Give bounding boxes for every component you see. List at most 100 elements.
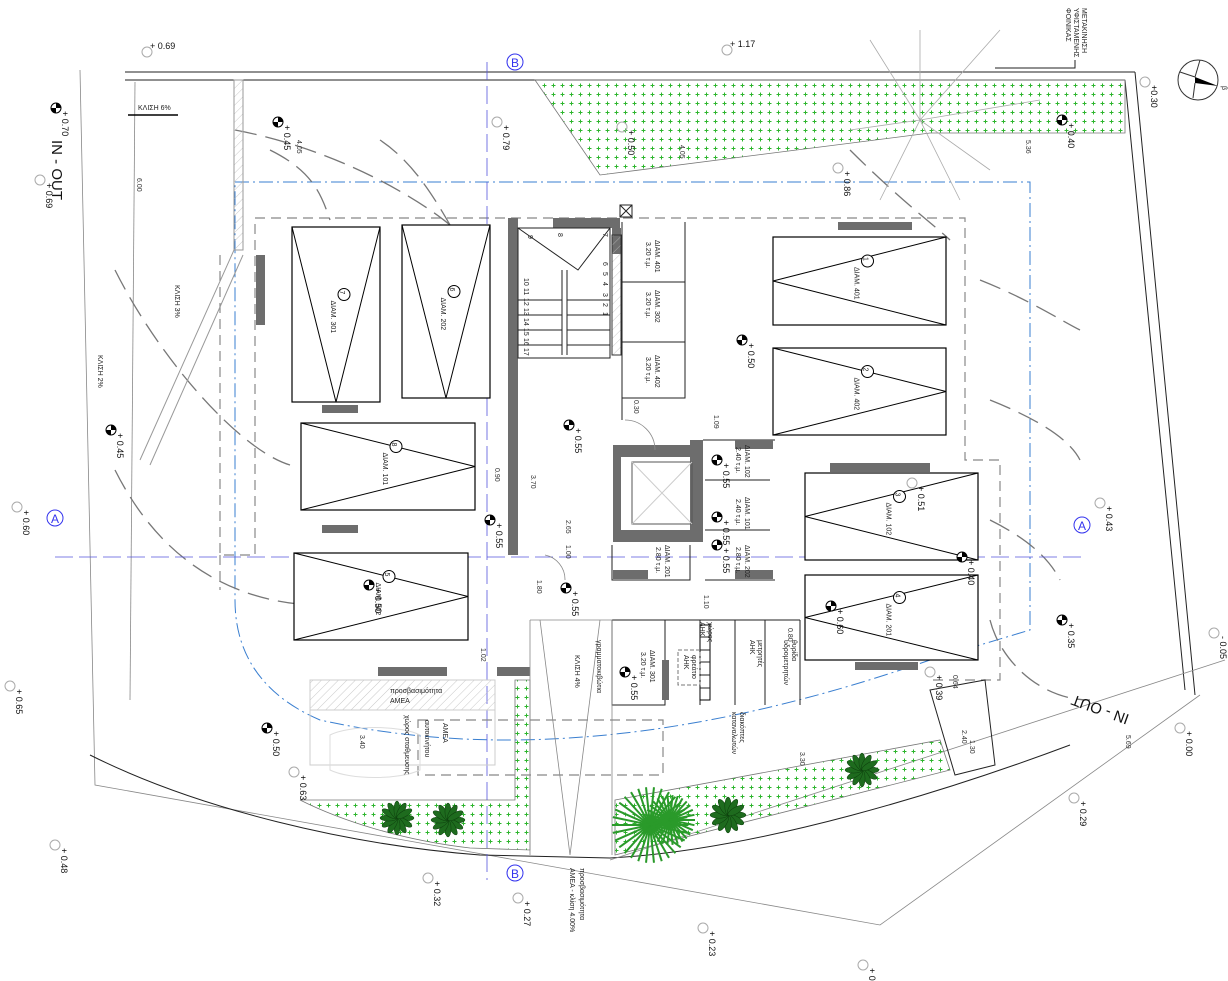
elevation-marker: + 0.45 (272, 116, 292, 150)
elevation-point-icon (924, 666, 936, 678)
parking-space-outline (291, 226, 381, 403)
slope-2-label: ΚΛΙΣΗ 2% (96, 355, 103, 388)
elevation-label: + 0.60 (835, 609, 845, 634)
palm-frond (649, 824, 677, 854)
svg-text:A: A (51, 512, 59, 526)
parking-space-marking (772, 347, 947, 436)
palm-frond (618, 824, 651, 849)
svg-text:ΑΗΚ: ΑΗΚ (682, 655, 689, 670)
elevation-point-icon (50, 102, 62, 114)
elevation-label: + 0.55 (629, 675, 639, 700)
elevation-point-icon (34, 174, 46, 186)
elevation-label: + 0.70 (60, 111, 70, 136)
annotations: ΚΛΙΣΗ 6% ΚΛΙΣΗ 3% ΚΛΙΣΗ 2% ΚΛΙΣΗ 4% IN -… (48, 8, 1131, 932)
elevation-marker: + 0.86 (832, 162, 852, 196)
parking-number: 1 (862, 257, 869, 261)
parking-number: 3 (894, 493, 901, 497)
elevation-marker: + 0.43 (1094, 497, 1114, 531)
palm-frond (645, 787, 651, 826)
dimension-label: 4.05 (295, 140, 302, 154)
palm-frond (612, 816, 651, 826)
elevation-marker: + 0.50 (736, 334, 756, 368)
wheel-stops (256, 222, 930, 676)
elevation-label: + 0.63 (298, 775, 308, 800)
palm-frond (645, 824, 651, 863)
parking-number-circle (893, 490, 906, 503)
elevation-point-icon (1208, 627, 1220, 639)
palm-frond (623, 824, 651, 854)
shrub-leaf (727, 804, 745, 817)
dimension-label: 3.40 (358, 735, 365, 749)
parking-space-marking (293, 552, 469, 641)
svg-text:ΜΕΤΑΚΙΝΗΣΗ: ΜΕΤΑΚΙΝΗΣΗ (1080, 8, 1087, 53)
svg-text:ΥΦΙΣΤΑΜΕΝΗΣ: ΥΦΙΣΤΑΜΕΝΗΣ (1072, 8, 1079, 58)
elevation-point-icon (484, 514, 496, 526)
svg-text:A: A (1078, 519, 1086, 533)
stair-step-number: 11 (522, 288, 529, 295)
elevation-marker: + 0.2 (857, 959, 877, 981)
palm-frond (649, 824, 663, 862)
svg-text:ΑΜΕΑ - κλίση 4.00%: ΑΜΕΑ - κλίση 4.00% (568, 868, 576, 932)
stair-step-number: 6 (601, 262, 608, 266)
parking-owner-label: ΔΙΑΜ. 301 (329, 301, 336, 334)
elevation-label: + 1.17 (730, 39, 755, 49)
shrub-leaf (447, 810, 464, 822)
stair-step-number: 3 (601, 293, 608, 297)
elevation-marker: + 0.79 (491, 116, 511, 150)
dimension-label: 2.40 (960, 730, 967, 744)
elevation-label: + 0.50 (271, 731, 281, 756)
svg-text:προσβασιμότητα: προσβασιμότητα (390, 687, 442, 695)
shrub-icon (709, 796, 747, 834)
stair-step-number: 15 (522, 328, 529, 336)
elevation-point-icon (857, 959, 869, 971)
elevation-marker: + 0.35 (1056, 614, 1076, 648)
svg-text:μετρητές: μετρητές (756, 640, 764, 668)
storage-name: ΔΙΑΜ. 101 (743, 497, 750, 530)
parking-number-circle (337, 288, 351, 301)
elevation-point-icon (1139, 76, 1151, 88)
svg-text:χώρος σταθμευσης: χώρος σταθμευσης (403, 715, 411, 775)
svg-text:γραμματοκιβώτια: γραμματοκιβώτια (595, 640, 603, 693)
elevation-label: + 0.50 (373, 588, 383, 613)
svg-text:ΑΜΕΑ: ΑΜΕΑ (390, 698, 410, 705)
parking-space-outline (300, 422, 476, 511)
storage-name: ΔΙΑΜ. 201 (663, 545, 670, 578)
parking-space-outline (293, 552, 469, 641)
svg-text:καταναλωτών: καταναλωτών (730, 712, 738, 755)
parking-owner-label: ΔΙΑΜ. 302 (374, 583, 381, 616)
parking-owner-label: ΔΙΑΜ. 402 (853, 378, 860, 411)
dimension-label: 1.30 (968, 740, 975, 754)
palm-frond (618, 801, 651, 826)
parking-space-outline (772, 347, 947, 436)
dimension-label: 5.69 (1124, 735, 1131, 749)
elevation-point-icon (1056, 114, 1068, 126)
elevation-label: + 0.2 (867, 968, 877, 981)
elevation-label: - 0.05 (1218, 636, 1228, 659)
elevation-label: + 0.23 (707, 931, 717, 956)
elevation-marker: + 0.55 (563, 419, 583, 453)
storage-name: ΔΙΑΜ. 301 (648, 650, 655, 683)
elevation-label: + 0.50 (746, 343, 756, 368)
elevation-label: + 0.45 (282, 125, 292, 150)
elevation-marker: + 0.32 (422, 872, 442, 906)
in-out-right-label: IN - OUT (1069, 691, 1131, 727)
elevation-marker: + 0.55 (711, 539, 731, 573)
parking-space-outline (772, 236, 947, 326)
grid-axis-b-top: B (506, 53, 524, 71)
storage-area: 2.40 τ.μ. (734, 447, 741, 473)
storage-name: ΔΙΑΜ. 202 (743, 545, 750, 578)
elevation-marker: +0.30 (1139, 76, 1159, 108)
elevation-marker: + 0.69 (141, 41, 175, 58)
building-core (309, 204, 996, 856)
elevation-marker: + 0.70 (50, 102, 70, 136)
elevation-marker: + 0.29 (1068, 792, 1088, 826)
dimension-label: 3.30 (798, 752, 805, 766)
elevation-label: + 0.86 (842, 171, 852, 196)
svg-text:φρεάτιο: φρεάτιο (690, 655, 698, 679)
parking-space-marking (401, 224, 491, 399)
